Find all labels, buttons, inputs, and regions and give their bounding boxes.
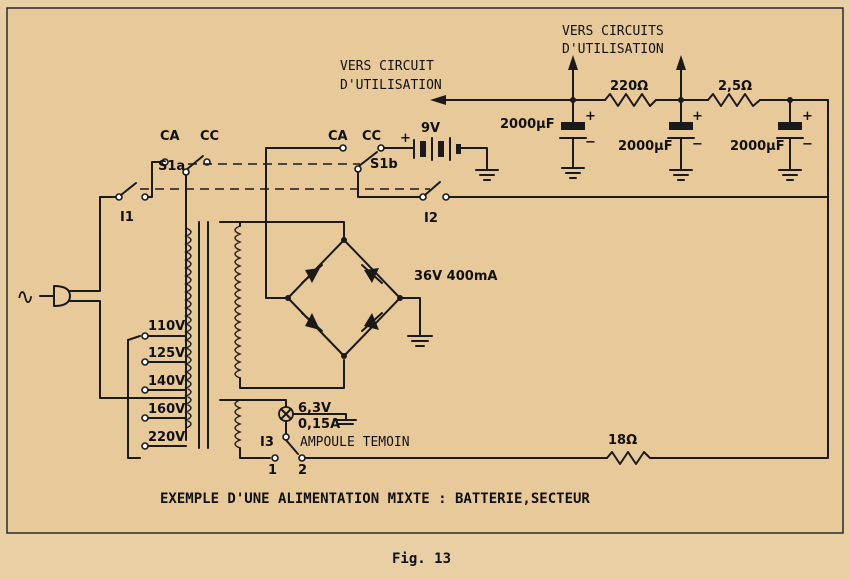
label-i1: I1 [120,210,134,225]
switch-i1 [99,161,161,201]
switch-s1a [161,155,211,223]
secondary-winding [219,221,345,389]
tap-110: 110V [148,319,185,334]
bridge-rectifier [265,221,433,359]
plus-c2: + [692,109,703,124]
plus-c3: + [802,109,813,124]
battery-9v [413,137,499,181]
label-r18: 18Ω [608,433,637,448]
figure-label: Fig. 13 [392,551,451,567]
label-c2: 2000µF [618,139,673,154]
minus-c3: − [802,137,813,152]
label-s1a: S1a [158,159,185,174]
output-arrow-left-icon [430,95,446,105]
label-ca1: CA [160,129,180,144]
label-cc2: CC [362,129,381,144]
minus-c2: − [692,137,703,152]
capacitor-c3 [776,99,804,181]
label-i3: I3 [260,435,274,450]
output-arrows-up [568,55,686,101]
label-c1: 2000µF [500,117,555,132]
label-ampoule: AMPOULE TEMOIN [300,435,410,450]
label-vers-circuits: VERS CIRCUITS [562,24,664,39]
switch-s1b [265,144,421,223]
capacitor-c2 [667,99,695,181]
minus-c1: − [585,135,596,150]
label-utilisation-top: D'UTILISATION [562,42,664,57]
voltage-selector [127,332,187,459]
label-vers-circuit: VERS CIRCUIT [340,59,434,74]
resistor-18 [606,196,829,465]
tap-160: 160V [148,402,185,417]
ganged-link [140,163,430,190]
diode-icon [305,268,320,283]
label-pos1: 1 [268,463,277,478]
label-lamp-current: 0,15A [298,417,340,432]
label-cc1: CC [200,129,219,144]
capacitor-c1 [559,99,587,179]
arrow-up-icon [568,55,578,70]
label-battery: 9V [421,121,440,136]
tap-220: 220V [148,430,185,445]
label-c3: 2000µF [730,139,785,154]
mains-plug [39,196,187,399]
label-utilisation-left: D'UTILISATION [340,78,442,93]
lamp-winding [219,399,357,459]
arrow-up-icon [676,55,686,70]
switch-i3 [271,433,608,462]
diagram-caption: EXEMPLE D'UNE ALIMENTATION MIXTE : BATTE… [160,491,590,507]
resistor-2-5 [707,93,761,107]
label-pos2: 2 [298,463,307,478]
label-i2: I2 [424,211,438,226]
ac-symbol-icon: ∿ [16,285,34,310]
switch-i2 [419,181,450,201]
resistor-220 [604,93,657,107]
label-bridge: 36V 400mA [414,269,497,284]
label-r220: 220Ω [610,79,648,94]
label-lamp-voltage: 6,3V [298,401,331,416]
label-ca2: CA [328,129,348,144]
tap-125: 125V [148,346,185,361]
label-s1b: S1b [370,157,398,172]
battery-plus: + [400,131,411,146]
tap-140: 140V [148,374,185,389]
labels: VERS CIRCUITS D'UTILISATION VERS CIRCUIT… [16,24,813,507]
diode-icon [364,268,379,283]
plus-c1: + [585,109,596,124]
label-r2-5: 2,5Ω [718,79,752,94]
primary-winding [184,221,209,449]
